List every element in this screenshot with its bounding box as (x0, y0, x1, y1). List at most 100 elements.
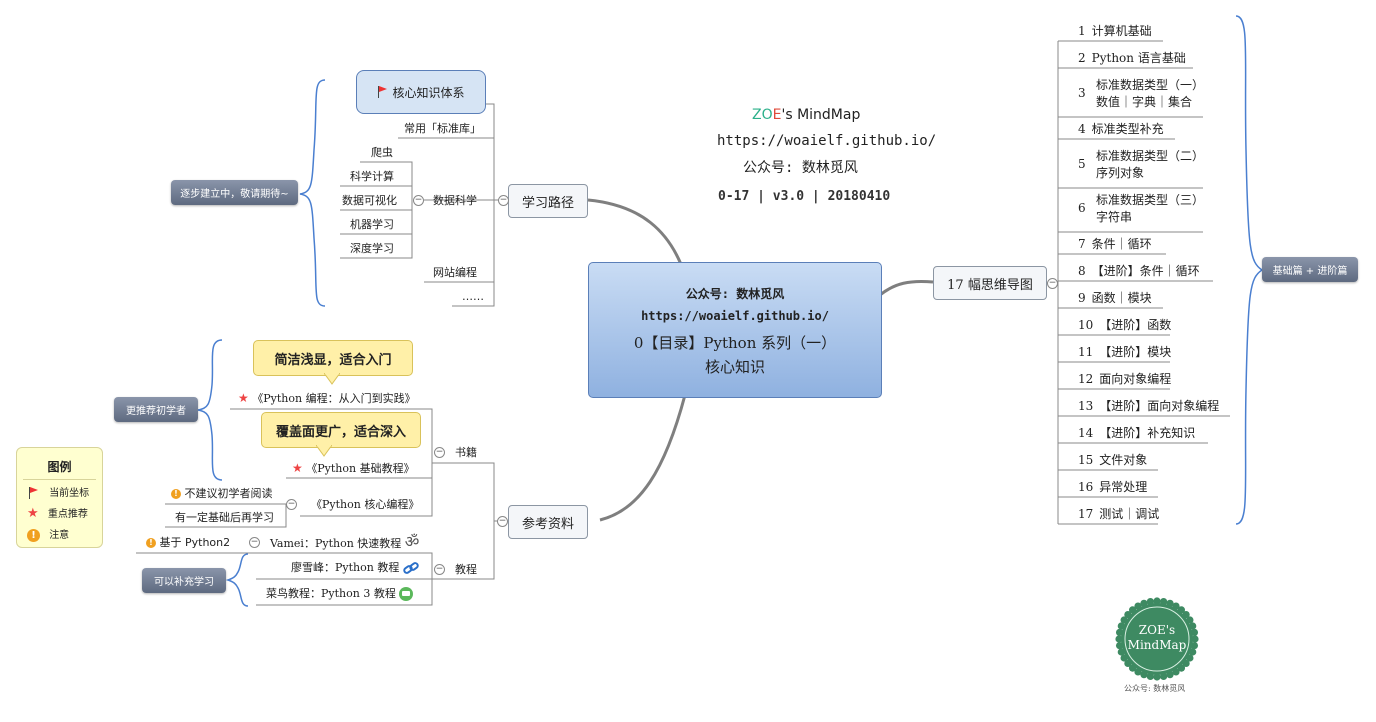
mindmap-item-label: 标准数据类型（一） (1096, 78, 1205, 92)
mindmap-item[interactable]: 5 标准数据类型（二） 序列对象 (1078, 148, 1204, 182)
note1-label: 不建议初学者阅读 (184, 487, 273, 500)
tutorial-runoob[interactable]: 菜鸟教程：Python 3 教程 (266, 587, 414, 601)
legend-label: 重点推荐 (47, 509, 88, 520)
book-core-python[interactable]: 《Python 核心编程》 (311, 498, 420, 511)
note-python2: ! 基于 Python2 (146, 536, 230, 550)
tut1-label: Vamei：Python 快速教程 (270, 537, 402, 550)
header-url[interactable]: https://woaielf.github.io/ (717, 133, 937, 149)
collapse-icon[interactable]: − (497, 516, 508, 527)
mindmap-item[interactable]: 16 异常处理 (1078, 479, 1147, 496)
mindmap-item-label: 文件对象 (1099, 453, 1148, 467)
mindmap-item-label: 【进阶】面向对象编程 (1099, 399, 1220, 413)
book-python-basics[interactable]: ★ 《Python 基础教程》 (292, 461, 415, 476)
mindmap-item-label: 标准类型补充 (1091, 122, 1164, 136)
book-python-crash-course[interactable]: ★ 《Python 编程：从入门到实践》 (238, 391, 416, 406)
collapse-icon[interactable]: − (434, 447, 445, 458)
central-topic[interactable]: 公众号: 数林觅风 https://woaielf.github.io/ 0【目… (588, 262, 882, 398)
collapse-icon[interactable]: − (413, 195, 424, 206)
node-scientific-computing[interactable]: 科学计算 (350, 170, 394, 183)
book1-label: 《Python 编程：从入门到实践》 (252, 392, 416, 405)
legend-item-current: 当前坐标 (28, 484, 89, 499)
star-icon: ★ (27, 506, 39, 521)
collapse-icon[interactable]: − (434, 564, 445, 575)
seal-line2: MindMap (1128, 638, 1187, 652)
node-tutorials[interactable]: 教程 (455, 563, 477, 576)
mindmap-item[interactable]: 11【进阶】模块 (1078, 344, 1171, 361)
legend-item-notice: ! 注意 (27, 526, 69, 542)
callout-deep: 覆盖面更广，适合深入 (261, 412, 421, 448)
legend-title: 图例 (47, 460, 72, 474)
mindmap-item-number: 4 (1078, 122, 1086, 136)
node-crawler[interactable]: 爬虫 (371, 146, 393, 159)
warning-icon: ! (171, 489, 181, 499)
mindmap-item-sublabel: 数值｜字典｜集合 (1096, 95, 1193, 109)
brand-rest: 's MindMap (781, 107, 861, 123)
callout-intro: 简洁浅显，适合入门 (253, 340, 413, 376)
mindmap-item-number: 2 (1078, 51, 1086, 65)
warning-icon: ! (27, 528, 40, 542)
tutorial-vamei[interactable]: Vamei：Python 快速教程 ॐ (270, 534, 419, 551)
seal-caption: 公众号: 数林觅风 (1124, 684, 1186, 693)
legend-label: 当前坐标 (49, 488, 90, 499)
collapse-icon[interactable]: − (498, 195, 509, 206)
node-deep-learning[interactable]: 深度学习 (350, 242, 394, 255)
seal-badge: ZOE's MindMap (1115, 597, 1199, 681)
collapse-icon[interactable]: − (1047, 278, 1058, 289)
mindmap-item-number: 12 (1078, 372, 1094, 386)
mindmap-item-label: 异常处理 (1099, 480, 1148, 494)
runoob-logo-icon (399, 587, 414, 601)
mindmap-item-number: 16 (1078, 480, 1094, 494)
node-core-knowledge[interactable]: 核心知识体系 (356, 70, 486, 114)
collapse-icon[interactable]: − (249, 537, 260, 548)
topic-references[interactable]: 参考资料 (508, 505, 588, 539)
mindmap-item-label: 【进阶】条件｜循环 (1091, 264, 1200, 278)
node-books[interactable]: 书籍 (455, 446, 477, 459)
mindmap-item[interactable]: 13【进阶】面向对象编程 (1078, 398, 1219, 415)
mindmap-item[interactable]: 10 【进阶】函数 (1078, 317, 1171, 334)
mindmap-item-label: 【进阶】函数 (1099, 318, 1172, 332)
tag-supplement: 可以补充学习 (142, 568, 226, 593)
warning-icon: ! (146, 538, 156, 548)
mindmap-item[interactable]: 14【进阶】补充知识 (1078, 425, 1195, 442)
header-wechat: 公众号: 数林觅风 (743, 160, 858, 176)
node-data-science[interactable]: 数据科学 (433, 194, 477, 207)
mindmap-item-sublabel: 序列对象 (1096, 166, 1145, 180)
tut2-label: 廖雪峰：Python 教程 (291, 561, 400, 574)
mindmap-item-label: 【进阶】模块 (1099, 345, 1172, 359)
mindmap-item-number: 1 (1078, 24, 1086, 38)
mindmap-item-label: 【进阶】补充知识 (1099, 426, 1196, 440)
flag-icon (29, 487, 38, 499)
legend-label: 注意 (49, 530, 70, 541)
note-not-for-beginners: ! 不建议初学者阅读 (171, 487, 273, 501)
node-web-programming[interactable]: 网站编程 (433, 266, 477, 279)
node-stdlib[interactable]: 常用「标准库」 (404, 122, 481, 135)
mindmap-item[interactable]: 8【进阶】条件｜循环 (1078, 263, 1200, 280)
collapse-icon[interactable]: − (286, 499, 297, 510)
mindmap-item-label: 标准数据类型（二） (1096, 149, 1205, 163)
mindmap-item-number: 10 (1078, 318, 1094, 332)
brand-e: E (772, 107, 782, 123)
star-icon: ★ (292, 461, 303, 475)
link-icon[interactable] (403, 561, 419, 575)
mindmap-item[interactable]: 4 标准类型补充 (1078, 121, 1164, 138)
mindmap-item-number: 5 (1078, 157, 1086, 171)
center-subtitle: 核心知识 (704, 358, 765, 376)
node-data-visualization[interactable]: 数据可视化 (342, 194, 397, 207)
center-url: https://woaielf.github.io/ (641, 309, 829, 323)
mindmap-item-label: 函数｜模块 (1091, 291, 1152, 305)
node-machine-learning[interactable]: 机器学习 (350, 218, 394, 231)
topic-17-mindmaps[interactable]: 17 幅思维导图 (933, 266, 1047, 300)
tutorial-liaoxuefeng[interactable]: 廖雪峰：Python 教程 (291, 561, 419, 575)
topic-learning-path[interactable]: 学习路径 (508, 184, 588, 218)
node-more[interactable]: …… (462, 290, 484, 303)
